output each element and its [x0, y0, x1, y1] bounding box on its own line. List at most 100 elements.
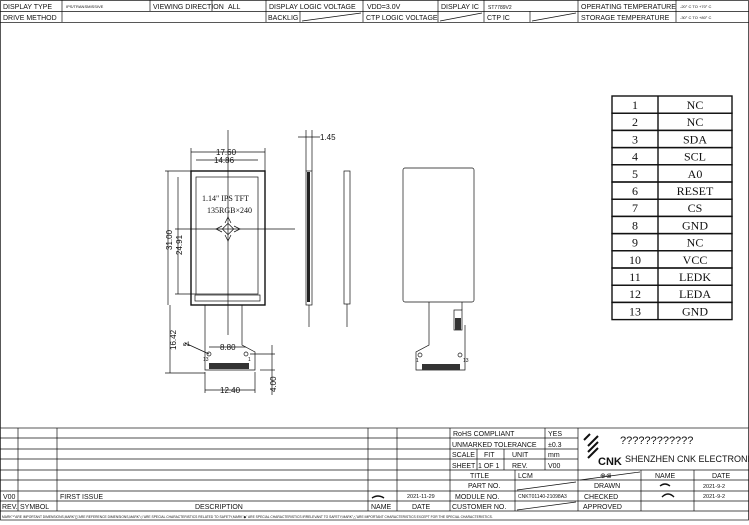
pin-row: 7 CS: [611, 198, 733, 218]
pin-row: 2 NC: [611, 112, 733, 132]
projection-symbol-icon: ⊕⋐: [600, 473, 612, 480]
dim-active-width: 14.86: [214, 156, 235, 165]
pin-number: 2: [632, 115, 638, 129]
pin-row-border: [611, 232, 733, 252]
display-ic-value: ST7789V2: [488, 5, 512, 11]
display-ic-label: DISPLAY IC: [441, 4, 479, 11]
pin-name: VCC: [683, 253, 708, 267]
signature-drawn-checked: [659, 483, 675, 498]
pin-number: 10: [629, 253, 641, 267]
part-no-label: PART NO.: [468, 483, 500, 490]
revision-description: FIRST ISSUE: [60, 494, 103, 501]
backlight-label: BACKLIG: [268, 15, 298, 22]
dim-fpc-length: 16.42: [169, 329, 178, 350]
symbol-header: SYMBOL: [20, 504, 49, 511]
pin-number: 12: [629, 287, 641, 301]
display-logic-voltage-label: DISPLAY LOGIC VOLTAGE: [269, 4, 356, 11]
revision-rev: V00: [3, 494, 16, 501]
pin-row-border: [611, 164, 733, 183]
display-type-value: IPS/TRANSMISSIVE: [66, 4, 104, 9]
operating-temp-value: -20° C TO +70° C: [680, 4, 712, 9]
title-label: TITLE: [470, 473, 489, 480]
dim-hole-pitch: 8.80: [220, 343, 236, 352]
pin-name: A0: [688, 167, 703, 181]
pin-number: 8: [632, 218, 638, 232]
date-header: DATE: [712, 473, 730, 480]
company-name: SHENZHEN CNK ELECTRONIC CO., LTD.: [625, 454, 749, 464]
pin-row-border: [611, 129, 733, 149]
rohs-value: YES: [548, 431, 562, 438]
pin-row-border: [611, 301, 733, 321]
pin-name: NC: [687, 98, 704, 112]
drawn-date: 2021-9-2: [703, 484, 725, 490]
pin-row: 5 A0: [611, 164, 733, 183]
pin-name: GND: [682, 304, 708, 318]
pin-name: LEDA: [679, 287, 711, 301]
unit-value: mm: [548, 452, 560, 459]
pin-number: 4: [632, 150, 638, 164]
dim-thickness: 1.45: [320, 133, 336, 142]
pin-number: 13: [629, 304, 641, 318]
description-header: DESCRIPTION: [195, 504, 243, 511]
drive-method-label: DRIVE METHOD: [3, 15, 57, 22]
svg-text:CNK: CNK: [598, 456, 622, 468]
pin-name: NC: [687, 115, 704, 129]
sheet-label: SHEET: [452, 463, 476, 470]
rev-value: V00: [548, 463, 561, 470]
pin-name: SDA: [683, 132, 707, 146]
pin-number: 7: [632, 201, 638, 215]
dim-outer-height: 31.00: [165, 229, 174, 250]
pin-row: 9 NC: [611, 232, 733, 252]
module-no-label: MODULE NO.: [455, 494, 499, 501]
pin-name: LEDK: [679, 270, 711, 284]
pin-number: 5: [632, 167, 638, 181]
rohs-label: RoHS COMPLIANT: [453, 431, 515, 438]
dim-active-height: 24.91: [175, 234, 184, 255]
dim-outer-width: 17.60: [216, 148, 237, 157]
pin-row: 1 NC: [611, 95, 733, 114]
title-value: LCM: [518, 473, 533, 480]
pin-row: 10 VCC: [611, 250, 733, 269]
pin-row-border: [611, 181, 733, 200]
name-header: NAME: [655, 473, 676, 480]
pin-row: 3 SDA: [611, 129, 733, 149]
pin-number: 6: [632, 184, 638, 198]
pin-number: 1: [632, 98, 638, 112]
pin-name: NC: [687, 236, 704, 250]
viewing-direction-value: ALL: [228, 4, 241, 11]
storage-temp-label: STORAGE TEMPERATURE: [581, 15, 670, 22]
pin-row-border: [611, 146, 733, 166]
display-type-label: DISPLAY TYPE: [3, 4, 52, 11]
pin-name: RESET: [677, 184, 714, 198]
revision-date: 2021-11-29: [407, 494, 435, 500]
ctp-ic-label: CTP IC: [487, 15, 510, 22]
dim-hole-dia: ø1: [183, 342, 191, 348]
pin-name: CS: [688, 201, 703, 215]
lcd-text-size: 1.14" IPS TFT: [202, 194, 249, 203]
scale-label: SCALE: [452, 452, 475, 459]
dim-fpc-width: 12.40: [220, 386, 241, 395]
front-view: 1.14" IPS TFT 135RGB×240 17.60 14.86 31.…: [165, 130, 295, 395]
name-header-rev: NAME: [371, 504, 392, 511]
rev-header: REV.: [2, 504, 18, 511]
module-no-value: CNKT01140-21098A3: [518, 494, 567, 500]
ctp-logic-voltage-label: CTP LOGIC VOLTAGE: [366, 15, 438, 22]
pin-number: 9: [632, 236, 638, 250]
viewing-direction-label: VIEWING DIRECTION: [153, 4, 224, 11]
pin-number: 3: [632, 132, 638, 146]
marking-note: MARK"*"ARE IMPORTANT DIMENSIONS,MARK"()"…: [2, 515, 493, 519]
storage-temp-value: -30° C TO +80° C: [680, 15, 712, 20]
tolerance-label: UNMARKED TOLERANCE: [452, 442, 537, 449]
title-block: RoHS COMPLIANT YES UNMARKED TOLERANCE ±0…: [0, 427, 749, 521]
sheet-value: 1 OF 1: [478, 463, 500, 470]
signature-revision: [371, 495, 385, 499]
dim-fpc-tail: 4.00: [269, 376, 278, 392]
unit-label: UNIT: [512, 452, 529, 459]
spec-header: DISPLAY TYPE IPS/TRANSMISSIVE VIEWING DI…: [0, 0, 749, 23]
scale-value: FIT: [484, 452, 495, 459]
center-mark-icon: [215, 216, 241, 242]
